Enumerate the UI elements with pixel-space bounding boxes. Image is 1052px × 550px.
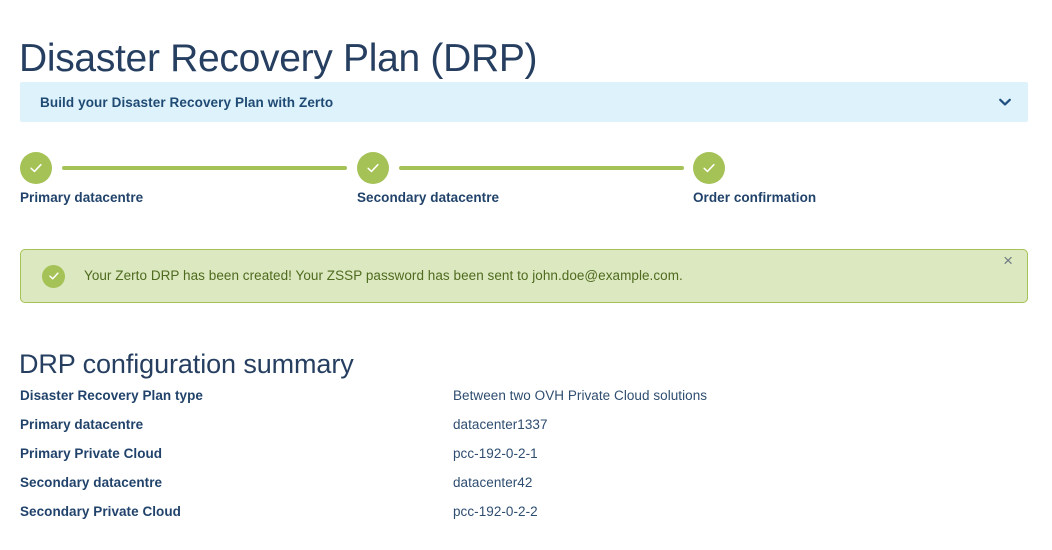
check-circle-icon [42, 264, 65, 288]
summary-row-label: Secondary Private Cloud [20, 504, 181, 519]
stepper-connector-line [62, 166, 347, 170]
page-title: Disaster Recovery Plan (DRP) [19, 37, 538, 81]
close-icon[interactable]: × [1003, 251, 1013, 270]
table-row: Secondary Private Cloud pcc-192-0-2-2 [20, 497, 1028, 526]
chevron-down-icon[interactable] [998, 95, 1012, 109]
summary-row-value: pcc-192-0-2-1 [453, 446, 538, 461]
summary-row-value: datacenter42 [453, 475, 533, 490]
stepper-step-label: Primary datacentre [20, 190, 144, 205]
check-icon [20, 152, 52, 184]
accordion-build-drp-zerto[interactable]: Build your Disaster Recovery Plan with Z… [20, 82, 1028, 122]
stepper-step-row [693, 152, 1030, 184]
progress-stepper: Primary datacentre Secondary datacentre [20, 152, 1028, 218]
stepper-step-order-confirmation[interactable]: Order confirmation [693, 152, 1030, 205]
table-row: Primary datacentre datacenter1337 [20, 410, 1028, 439]
success-alert: Your Zerto DRP has been created! Your ZS… [20, 249, 1028, 303]
summary-row-label: Secondary datacentre [20, 475, 163, 490]
summary-row-value: datacenter1337 [453, 417, 548, 432]
table-row: Disaster Recovery Plan type Between two … [20, 381, 1028, 410]
summary-row-label: Primary datacentre [20, 417, 144, 432]
success-alert-message: Your Zerto DRP has been created! Your ZS… [84, 268, 683, 283]
summary-row-label: Primary Private Cloud [20, 446, 163, 461]
accordion-title: Build your Disaster Recovery Plan with Z… [40, 94, 334, 110]
summary-table: Disaster Recovery Plan type Between two … [20, 381, 1028, 526]
summary-row-value: Between two OVH Private Cloud solutions [453, 388, 708, 403]
summary-row-label: Disaster Recovery Plan type [20, 388, 203, 403]
stepper-step-row [357, 152, 694, 184]
summary-title: DRP configuration summary [19, 349, 354, 380]
table-row: Primary Private Cloud pcc-192-0-2-1 [20, 439, 1028, 468]
stepper-step-label: Order confirmation [693, 190, 817, 205]
stepper-step-row [20, 152, 357, 184]
stepper-step-primary-datacentre[interactable]: Primary datacentre [20, 152, 357, 205]
stepper-connector-line [399, 166, 684, 170]
table-row: Secondary datacentre datacenter42 [20, 468, 1028, 497]
stepper-step-secondary-datacentre[interactable]: Secondary datacentre [357, 152, 694, 205]
check-icon [693, 152, 725, 184]
summary-row-value: pcc-192-0-2-2 [453, 504, 538, 519]
check-icon [357, 152, 389, 184]
stepper-step-label: Secondary datacentre [357, 190, 500, 205]
